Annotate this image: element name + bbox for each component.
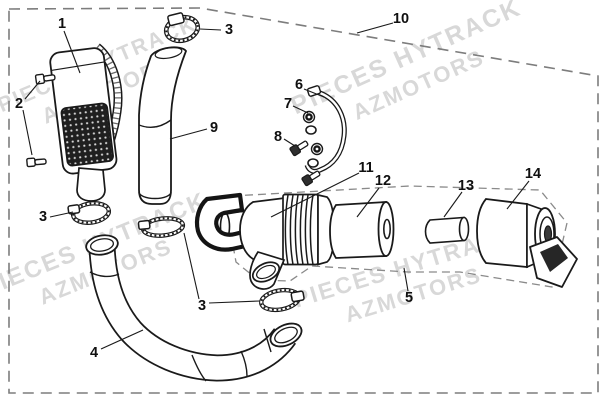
part-label-2: 2: [14, 96, 24, 112]
part-3-clamp-left: [67, 201, 112, 225]
part-label-3-mid: 3: [197, 298, 207, 314]
part-6-strap-bracket: [304, 85, 347, 174]
part-4-intake-hose: [85, 234, 303, 382]
part-7-washers: [302, 110, 324, 156]
part-1-air-box: [49, 43, 123, 202]
intake-elbow: [194, 192, 253, 252]
part-14-end-cap: [476, 198, 578, 288]
part-12-filter-element: [329, 201, 395, 259]
part-label-12: 12: [374, 173, 392, 189]
part-3-clamp-right: [259, 287, 305, 313]
part-3-clamp-top: [163, 12, 201, 44]
part-11-filter-housing: [194, 192, 335, 290]
part-label-9: 9: [209, 120, 219, 136]
part-label-13: 13: [457, 178, 475, 194]
part-label-8: 8: [273, 129, 283, 145]
part-label-6: 6: [294, 77, 304, 93]
part-label-1: 1: [57, 16, 67, 32]
part-label-10: 10: [392, 11, 410, 27]
part-13-spacer-tube: [424, 216, 470, 244]
part-label-3-top: 3: [224, 22, 234, 38]
part-5-dashed-outline: [231, 185, 568, 288]
part-label-5: 5: [404, 290, 414, 306]
leader-lines: [22, 22, 530, 350]
part-label-3-left: 3: [38, 209, 48, 225]
part-3-clamp-middle: [137, 216, 186, 238]
part-8-bolts: [289, 140, 321, 187]
part-label-11: 11: [358, 160, 374, 176]
part-label-7: 7: [283, 96, 293, 112]
part-9-snorkel-duct: [138, 46, 188, 205]
part-2-bolts: [26, 73, 56, 168]
part-label-14: 14: [524, 166, 542, 182]
part-label-4: 4: [89, 345, 99, 361]
